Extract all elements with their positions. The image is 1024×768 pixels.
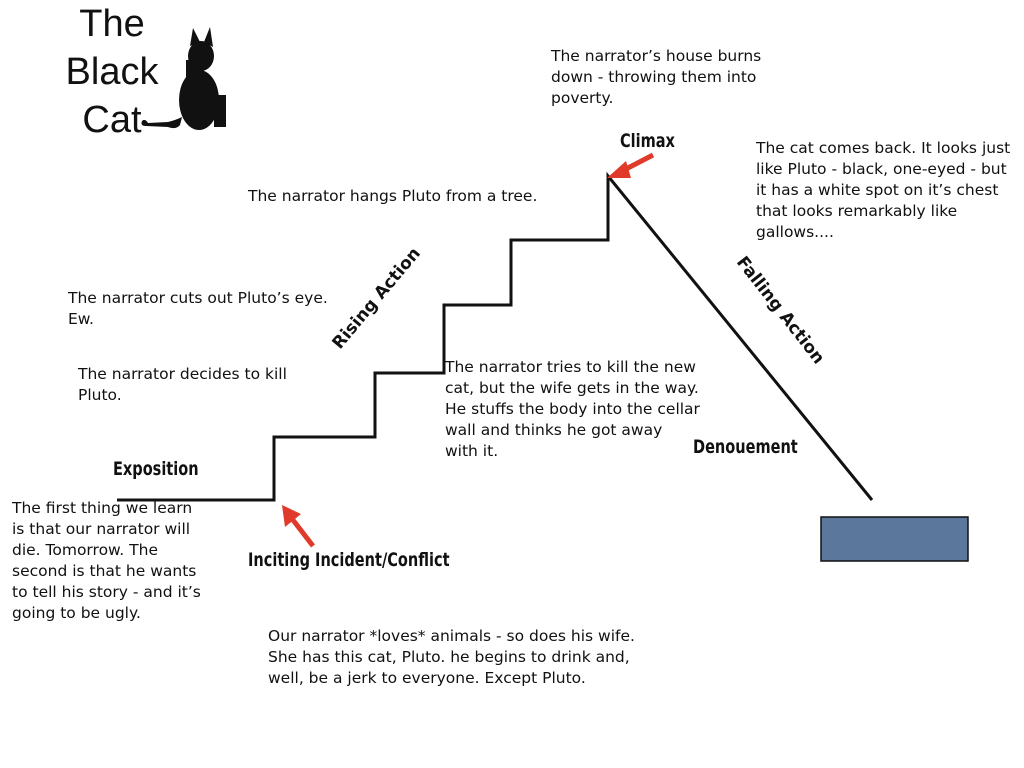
climax-label: Climax xyxy=(620,130,675,152)
note-first-thing: The first thing we learn is that our nar… xyxy=(12,499,201,622)
title-line-2: Black xyxy=(65,51,159,93)
diagram-title: The Black Cat xyxy=(52,0,172,144)
denouement-label: Denouement xyxy=(693,436,798,458)
title-line-1: The xyxy=(79,3,145,45)
plot-line xyxy=(117,171,874,502)
note-hangs-pluto: The narrator hangs Pluto from a tree. xyxy=(248,187,538,205)
exposition-label: Exposition xyxy=(113,458,199,480)
cat-silhouette-icon xyxy=(141,27,226,130)
title-line-3: Cat xyxy=(82,99,142,141)
note-loves-animals: Our narrator *loves* animals - so does h… xyxy=(268,627,635,687)
falling-action-label: Falling Action xyxy=(732,253,828,368)
note-tries-kill: The narrator tries to kill the new cat, … xyxy=(445,358,700,460)
inciting-arrow-icon xyxy=(282,505,315,548)
note-cuts-eye: The narrator cuts out Pluto’s eye. Ew. xyxy=(68,289,328,328)
note-decides-kill: The narrator decides to kill Pluto. xyxy=(78,365,287,404)
climax-arrow-icon xyxy=(607,152,655,178)
note-cat-returns: The cat comes back. It looks just like P… xyxy=(756,139,1011,241)
rising-action-label: Rising Action xyxy=(329,244,425,353)
note-house-burns: The narrator’s house burns down - throwi… xyxy=(551,47,762,107)
resolution-box xyxy=(820,516,969,562)
inciting-incident-label: Inciting Incident/Conflict xyxy=(248,549,450,571)
